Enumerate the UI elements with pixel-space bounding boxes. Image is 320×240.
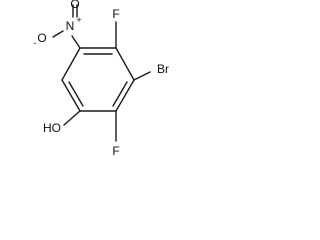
bond-c3-br [133, 71, 151, 81]
atom-o-double: O [70, 0, 79, 11]
ring-bond-c6-c1 [61, 47, 81, 81]
atom-br: Br [157, 62, 169, 76]
atom-f-bottom: F [112, 144, 119, 158]
chemical-structure: O F N + O - Br HO F [34, 0, 170, 158]
bond-n-o-single [52, 30, 64, 38]
ring-bond-c2-c3 [115, 47, 135, 81]
atom-oh: HO [43, 121, 61, 135]
ring-bond-c5-c6 [61, 79, 81, 112]
bond-c1-n [71, 35, 81, 49]
ring-double-bond-c3-c4 [112, 81, 128, 107]
atom-o-minus: O [37, 31, 46, 45]
bond-c5-oh [63, 110, 81, 126]
atom-n-charge: + [76, 15, 81, 25]
atom-f-top: F [112, 7, 119, 21]
ring-bond-c3-c4 [115, 79, 135, 112]
ring-double-bond-c5-c6 [68, 81, 84, 107]
atom-n-plus: N [66, 19, 75, 33]
atom-o-charge: - [34, 38, 37, 48]
